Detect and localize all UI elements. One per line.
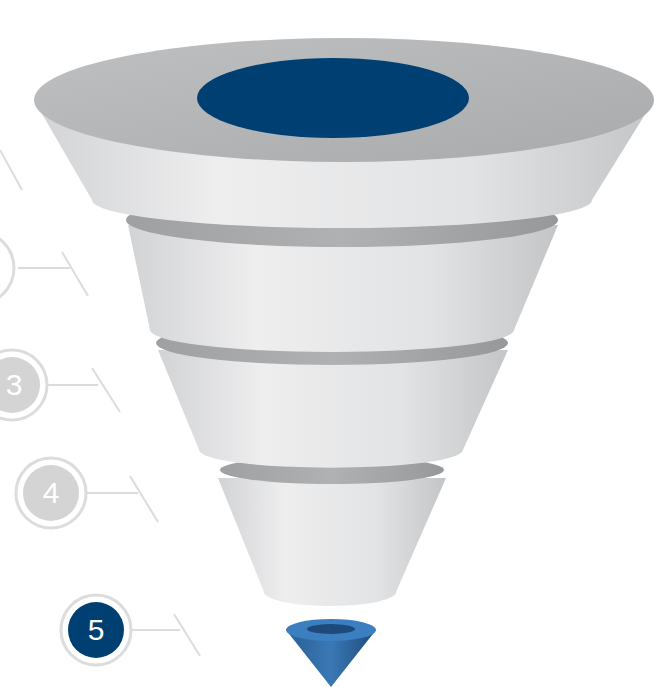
callout-number: 5 [88, 615, 105, 645]
callout-number: 3 [6, 370, 23, 400]
callout-circles [0, 232, 131, 665]
callout-number: 4 [43, 478, 60, 508]
